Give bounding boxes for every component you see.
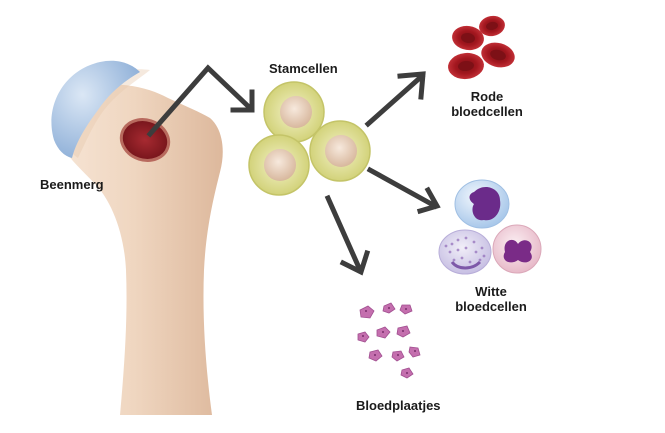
label-white-line1: Witte <box>475 284 507 299</box>
arrow-stem-to-white <box>366 166 441 215</box>
stem-cell <box>263 81 325 143</box>
platelets <box>357 302 421 379</box>
label-stem-cells: Stamcellen <box>269 61 338 76</box>
red-blood-cell <box>479 15 505 37</box>
stem-cell <box>248 134 310 196</box>
red-blood-cell <box>448 52 484 80</box>
cartilage-cap <box>51 60 141 158</box>
label-red-blood-cells: Rode bloedcellen <box>442 89 532 119</box>
white-blood-cell-eosinophil <box>438 229 492 275</box>
label-red-line2: bloedcellen <box>451 104 523 119</box>
label-platelets: Bloedplaatjes <box>356 398 441 413</box>
red-blood-cell <box>481 42 515 68</box>
stem-cells <box>248 81 371 196</box>
arrows <box>146 64 441 276</box>
label-white-blood-cells: Witte bloedcellen <box>448 284 534 314</box>
white-blood-cell-neutrophil <box>492 224 542 274</box>
arrow-stem-to-platelets <box>324 194 371 276</box>
white-blood-cell-lymphocyte <box>454 179 510 229</box>
platelet <box>359 305 375 319</box>
red-blood-cells <box>448 15 515 80</box>
arrow-marrow-to-stem <box>146 64 255 138</box>
label-red-line1: Rode <box>470 89 504 104</box>
label-white-line2: bloedcellen <box>455 299 527 314</box>
platelet <box>357 331 370 343</box>
stem-cell <box>309 120 371 182</box>
red-blood-cell <box>452 25 484 51</box>
label-bone-marrow: Beenmerg <box>40 177 104 192</box>
platelet <box>408 346 421 358</box>
white-blood-cells <box>438 179 542 275</box>
arrow-stem-to-red <box>364 71 426 128</box>
